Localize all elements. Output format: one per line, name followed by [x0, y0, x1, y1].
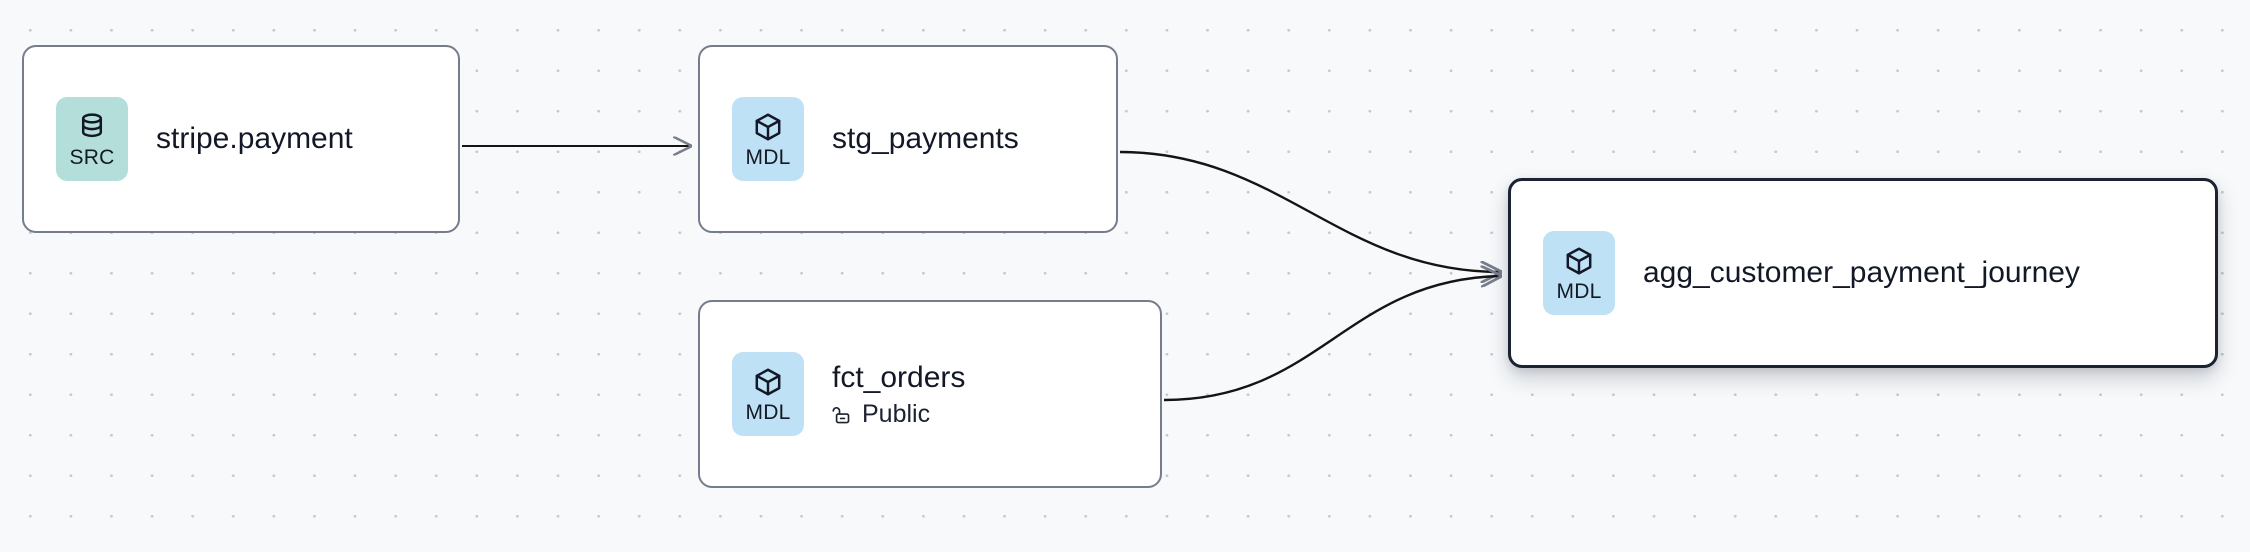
node-body: fct_orders Public	[832, 360, 965, 429]
node-agg-customer-payment-journey[interactable]: MDL agg_customer_payment_journey	[1508, 178, 2218, 368]
unlock-icon	[832, 404, 854, 426]
badge-label: MDL	[1556, 279, 1602, 303]
badge-mdl: MDL	[732, 352, 804, 436]
database-icon	[76, 111, 108, 143]
node-fct-orders[interactable]: MDL fct_orders Public	[698, 300, 1162, 488]
badge-mdl: MDL	[732, 97, 804, 181]
badge-src: SRC	[56, 97, 128, 181]
visibility-label: Public	[862, 399, 931, 428]
node-title: agg_customer_payment_journey	[1643, 256, 2080, 290]
node-body: stripe.payment	[156, 121, 353, 156]
node-stg-payments[interactable]: MDL stg_payments	[698, 45, 1118, 233]
badge-mdl: MDL	[1543, 231, 1615, 315]
cube-icon	[752, 366, 784, 398]
node-title: fct_orders	[832, 360, 966, 394]
node-title: stripe.payment	[156, 122, 353, 156]
node-body: agg_customer_payment_journey	[1643, 255, 2080, 290]
node-visibility: Public	[832, 399, 965, 429]
node-title: stg_payments	[832, 122, 1019, 156]
badge-label: MDL	[745, 145, 791, 169]
badge-label: SRC	[69, 145, 115, 169]
badge-label: MDL	[745, 400, 791, 424]
cube-icon	[1563, 245, 1595, 277]
node-body: stg_payments	[832, 121, 1019, 156]
edge-stg-to-agg	[1119, 150, 1500, 272]
cube-icon	[752, 111, 784, 143]
node-stripe-payment[interactable]: SRC stripe.payment	[22, 45, 460, 233]
edge-fct-to-agg	[1163, 276, 1500, 402]
